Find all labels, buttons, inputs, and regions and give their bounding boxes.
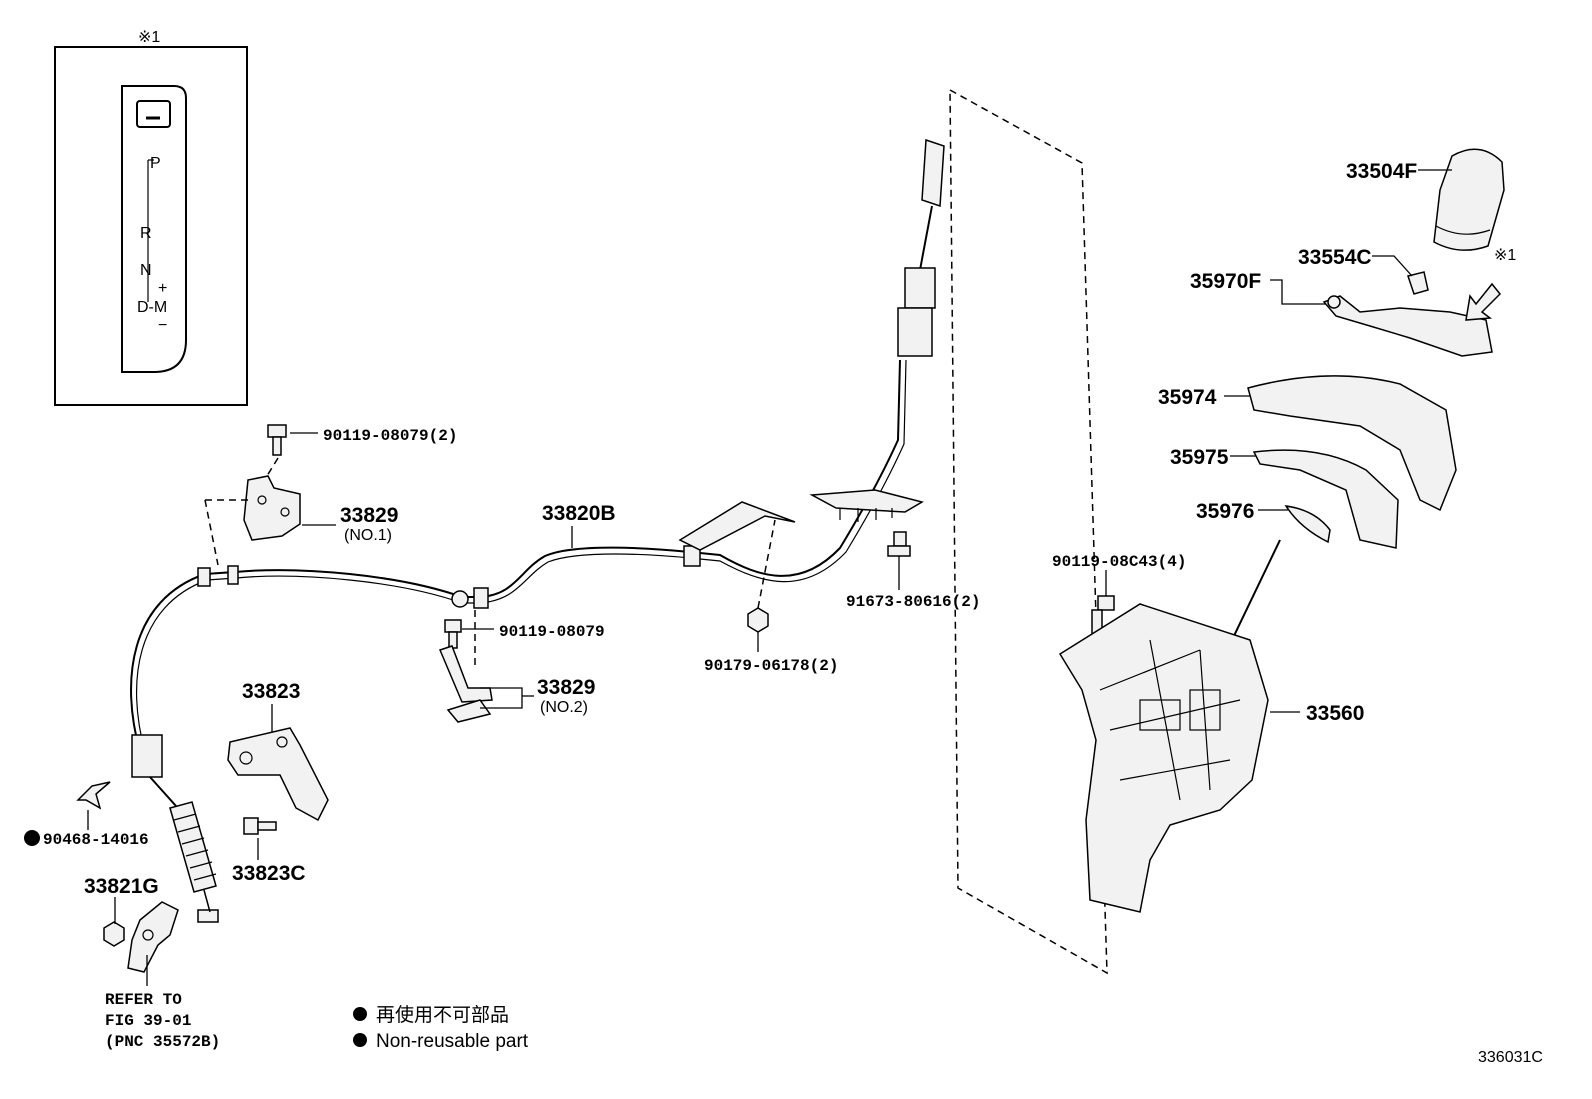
cable-outer (130, 359, 901, 753)
cable-boot (169, 801, 217, 893)
gate-r: R (140, 225, 152, 242)
label-90119-08079-2: 90119-08079(2) (323, 427, 457, 445)
label-35976: 35976 (1196, 500, 1254, 523)
label-35975: 35975 (1170, 446, 1229, 469)
label-90468-14016: 90468-14016 (43, 831, 149, 849)
bezel-35974 (1247, 375, 1457, 512)
label-33554C: 33554C (1298, 246, 1372, 269)
cover-35975 (1252, 449, 1399, 549)
clip-33554C (1407, 271, 1429, 295)
label-mark-1: ※1 (1494, 247, 1516, 264)
label-90119-08C43-4: 90119-08C43(4) (1052, 553, 1186, 571)
arrow-mark-1 (1465, 282, 1502, 321)
label-33821G: 33821G (84, 875, 159, 898)
shift-cable (130, 138, 945, 923)
legend-en: Non-reusable part (376, 1031, 529, 1052)
legend-dot-jp (353, 1007, 367, 1021)
bracket-33829-no2 (438, 645, 493, 723)
inset-mark: ※1 (138, 29, 160, 46)
nut-90179-06178 (747, 607, 769, 633)
legend-jp: 再使用不可部品 (376, 1004, 509, 1026)
label-33560: 33560 (1306, 702, 1364, 725)
gate-n: N (140, 262, 152, 279)
bracket-33829-no1 (243, 475, 301, 541)
label-91673-80616-2: 91673-80616(2) (846, 593, 980, 611)
bolt-33823C (243, 817, 277, 835)
grommet-plate (809, 489, 924, 513)
assembly-boundary (949, 88, 1108, 975)
label-33823C: 33823C (232, 862, 306, 885)
label-90179-06178-2: 90179-06178(2) (704, 657, 838, 675)
label-33504F: 33504F (1346, 160, 1417, 183)
gate-p: P (150, 155, 161, 172)
refer-line1: REFER TO (105, 991, 182, 1009)
label-33829-no1-sub: (NO.1) (344, 527, 392, 544)
inset-frame (54, 46, 248, 406)
refer-line2: FIG 39-01 (105, 1012, 191, 1030)
gate-plate (121, 85, 187, 373)
shifter-assy-33560 (1058, 539, 1281, 913)
label-35970F: 35970F (1190, 270, 1261, 293)
nut-33821G (103, 921, 125, 947)
figure-id: 336031C (1478, 1049, 1543, 1066)
strip-35976 (1284, 505, 1331, 544)
bolt-90119-08079 (444, 619, 462, 649)
refer-line3: (PNC 35572B) (105, 1033, 220, 1051)
gate-plus: + (158, 280, 167, 297)
label-90119-08079: 90119-08079 (499, 623, 605, 641)
non-reusable-dot (24, 830, 40, 846)
bracket-35572B (127, 901, 179, 973)
label-33823: 33823 (242, 680, 300, 703)
bracket-33823 (227, 727, 329, 822)
bolt-91673-80616 (887, 531, 911, 557)
shift-gate-inset: ※1 P R N D-M + − (54, 29, 248, 406)
gate-minus: − (158, 317, 167, 334)
label-35974: 35974 (1158, 386, 1217, 409)
shift-lock-button-icon (136, 100, 171, 128)
gate-dm: D-M (137, 299, 167, 316)
bolt-90119-08079-2 (267, 424, 287, 456)
label-33829-no2: 33829 (537, 676, 595, 699)
clip-90468-14016 (76, 781, 111, 810)
label-33820B: 33820B (542, 502, 616, 525)
shift-knob-33504F (1433, 148, 1505, 251)
label-33829-no1: 33829 (340, 504, 398, 527)
indicator-35970F (1322, 295, 1493, 357)
legend-dot-en (353, 1033, 367, 1047)
cable-bracket (678, 501, 796, 551)
label-33829-no2-sub: (NO.2) (540, 699, 588, 716)
